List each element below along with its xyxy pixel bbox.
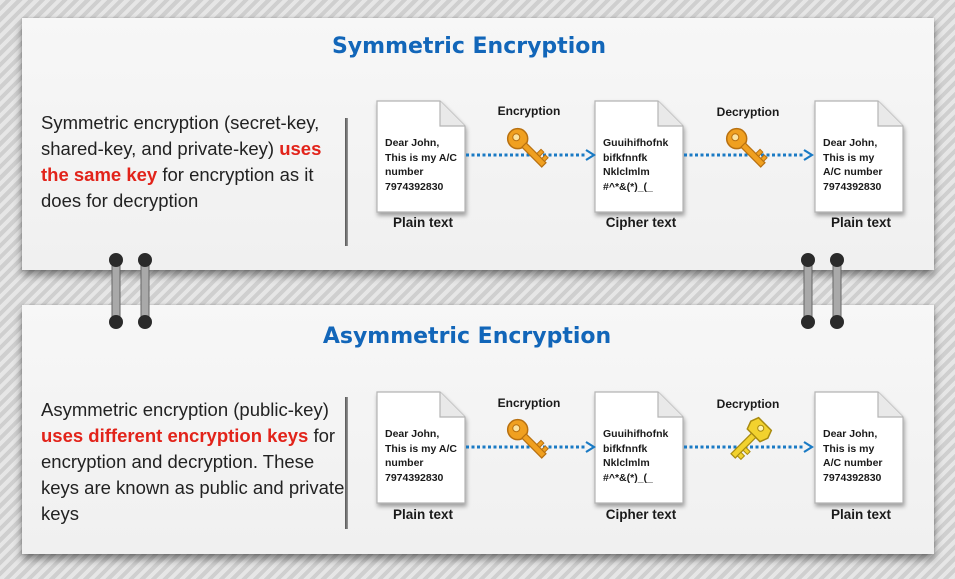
doc-line: Nklclmlm <box>603 166 650 178</box>
binder-ring-left <box>109 253 152 329</box>
symmetric-plaintext-label-1: Plain text <box>392 215 454 230</box>
doc-line: Dear John, <box>385 428 440 440</box>
doc-line: #^*&(*)_(_ <box>603 471 653 484</box>
doc-line: A/C number <box>823 457 883 469</box>
asymmetric-encrypt-arrow <box>466 441 596 453</box>
doc-line: 7974392830 <box>385 471 444 484</box>
asymmetric-desc-part2: for encryption and decryption. These key… <box>41 425 345 524</box>
asymmetric-ciphertext-label: Cipher text <box>605 507 677 522</box>
symmetric-desc-part1: Symmetric encryption (secret-key, shared… <box>41 112 320 159</box>
asymmetric-divider <box>345 397 348 529</box>
asymmetric-desc-part1: Asymmetric encryption (public-key) <box>41 399 329 420</box>
doc-line: Dear John, <box>823 137 878 149</box>
doc-line: Dear John, <box>823 428 878 440</box>
asymmetric-title: Asymmetric Encryption <box>322 324 612 349</box>
doc-line: number <box>385 457 424 469</box>
document-icon <box>814 391 904 504</box>
document-icon <box>814 100 904 213</box>
doc-line: bifkfnnfk <box>603 151 648 164</box>
symmetric-description: Symmetric encryption (secret-key, shared… <box>41 110 346 214</box>
asymmetric-ciphertext-document: Guuihifhofnk bifkfnnfk Nklclmlm #^*&(*)_… <box>594 391 684 504</box>
binder-ring-right <box>801 253 844 329</box>
symmetric-plaintext-label-2: Plain text <box>830 215 892 230</box>
doc-line: This is my <box>823 151 875 164</box>
symmetric-panel: Symmetric Encryption Symmetric encryptio… <box>22 18 934 270</box>
asymmetric-panel: Asymmetric Encryption Asymmetric encrypt… <box>22 305 934 554</box>
document-icon <box>594 391 684 504</box>
key-icon <box>725 127 768 168</box>
document-icon <box>376 391 466 504</box>
asymmetric-plaintext-document-2: Dear John, This is my A/C number 7974392… <box>814 391 904 504</box>
asymmetric-plaintext-document: Dear John, This is my A/C number 7974392… <box>376 391 466 504</box>
key-icon <box>730 416 773 461</box>
doc-line: 7974392830 <box>385 180 444 193</box>
doc-line: number <box>385 166 424 178</box>
asymmetric-decryption-label: Decryption <box>716 397 780 411</box>
symmetric-desc-highlight: uses the same key <box>41 138 322 185</box>
symmetric-ciphertext-label: Cipher text <box>605 215 677 230</box>
symmetric-plaintext-document-2: Dear John, This is my A/C number 7974392… <box>814 100 904 213</box>
key-icon <box>506 127 549 168</box>
asymmetric-plaintext-label-2: Plain text <box>830 507 892 522</box>
doc-line: 7974392830 <box>823 471 882 484</box>
symmetric-encryption-label: Encryption <box>497 104 561 118</box>
document-icon <box>376 100 466 213</box>
document-icon <box>594 100 684 213</box>
symmetric-title: Symmetric Encryption <box>331 34 607 59</box>
symmetric-encrypt-arrow <box>466 149 596 161</box>
symmetric-divider <box>345 118 348 246</box>
doc-line: Guuihifhofnk <box>603 137 669 149</box>
doc-line: Dear John, <box>385 137 440 149</box>
doc-line: This is my A/C <box>385 151 457 164</box>
doc-line: A/C number <box>823 166 883 178</box>
key-icon <box>506 418 549 459</box>
doc-line: #^*&(*)_(_ <box>603 180 653 193</box>
doc-line: This is my A/C <box>385 442 457 455</box>
doc-line: Guuihifhofnk <box>603 428 669 440</box>
asymmetric-plaintext-label-1: Plain text <box>392 507 454 522</box>
doc-line: Nklclmlm <box>603 457 650 469</box>
symmetric-plaintext-document: Dear John, This is my A/C number 7974392… <box>376 100 466 213</box>
doc-line: This is my <box>823 442 875 455</box>
symmetric-decrypt-arrow <box>684 149 814 161</box>
asymmetric-description: Asymmetric encryption (public-key) uses … <box>41 397 346 527</box>
symmetric-desc-part2: for encryption as it does for decryption <box>41 164 314 211</box>
asymmetric-encryption-label: Encryption <box>497 396 561 410</box>
asymmetric-desc-highlight: uses different encryption keys <box>41 425 309 446</box>
symmetric-decryption-label: Decryption <box>716 105 780 119</box>
symmetric-ciphertext-document: Guuihifhofnk bifkfnnfk Nklclmlm #^*&(*)_… <box>594 100 684 213</box>
doc-line: 7974392830 <box>823 180 882 193</box>
doc-line: bifkfnnfk <box>603 442 648 455</box>
